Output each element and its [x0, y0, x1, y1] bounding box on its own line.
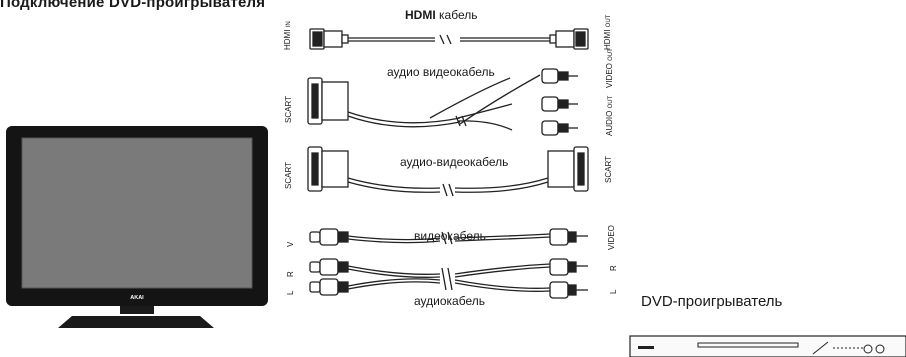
rca-left-v-label: V: [286, 241, 295, 247]
scart-left-port-label-1: SCART: [284, 96, 293, 123]
dvd-player-illustration: [629, 335, 906, 357]
hdmi-out-port-label: HDMI OUT: [603, 14, 612, 50]
rca-right-video-label: VIDEO: [607, 225, 616, 250]
scart-scart-cable: [307, 146, 589, 197]
hdmi-in-port-label: HDMI IN: [283, 21, 292, 50]
scart-av-cable-label: аудио видеокабель: [387, 65, 495, 79]
tv-stand-neck: [120, 306, 154, 314]
scart-left-port-label-2: SCART: [284, 162, 293, 189]
rca-cables: [309, 228, 588, 299]
dvd-player-label: DVD-проигрыватель: [641, 293, 783, 310]
hdmi-cable-label-ru: кабель: [439, 8, 478, 22]
cable-diagram: [307, 28, 589, 299]
video-cable-label: видеокабель: [414, 229, 486, 243]
tv-brand-logo: AKAI: [130, 295, 144, 301]
scart-scart-cable-label: аудио-видеокабель: [400, 155, 509, 169]
hdmi-cable-label: HDMI кабель: [405, 8, 477, 22]
audio-out-port-label: AUDIO OUT: [605, 95, 614, 136]
rca-left-l-label: L: [286, 290, 295, 295]
tv-stand-base: [58, 316, 214, 328]
scart-rca-cable: [307, 68, 578, 136]
page-heading: Подключение DVD-проигрывателя: [0, 0, 266, 11]
rca-left-r-label: R: [286, 271, 295, 277]
hdmi-cable: [309, 28, 589, 50]
tv-illustration: AKAI: [6, 126, 268, 328]
rca-right-r-label: R: [609, 265, 618, 271]
audio-cable-label: аудиокабель: [414, 294, 485, 308]
rca-right-l-label: L: [609, 289, 618, 294]
scart-right-port-label: SCART: [604, 156, 613, 183]
video-out-port-label: VIDEO OUT: [605, 48, 614, 88]
tv-screen: [22, 138, 252, 288]
hdmi-cable-label-en: HDMI: [405, 8, 436, 22]
